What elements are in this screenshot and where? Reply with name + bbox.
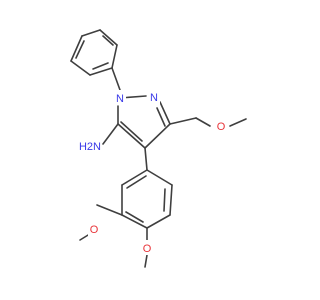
svg-text:O: O	[90, 224, 99, 236]
bond-amine	[102, 123, 119, 145]
svg-text:H2N: H2N	[79, 141, 101, 153]
chemical-structure-diagram: N N H2N O O O	[70, 29, 247, 268]
atom-o-para: O	[141, 240, 153, 255]
atom-n2: N	[148, 89, 160, 104]
svg-text:O: O	[217, 121, 226, 133]
dimethoxyphenyl-ring	[121, 169, 173, 229]
bond-pyrazole-aryl	[144, 147, 148, 171]
atom-amine: H2N	[76, 138, 102, 153]
atom-n1: N	[114, 90, 126, 105]
para-methoxy-group	[144, 227, 148, 268]
methoxymethyl-group	[169, 117, 247, 127]
meta-methoxy-group	[79, 204, 123, 241]
atom-o-meta: O	[88, 221, 100, 236]
svg-text:N: N	[150, 92, 158, 104]
phenyl-ring	[70, 29, 118, 76]
svg-text:O: O	[143, 243, 152, 255]
atom-o-methoxymethyl: O	[215, 118, 227, 133]
svg-text:N: N	[116, 93, 124, 105]
bond-phenyl-n1	[111, 67, 121, 91]
